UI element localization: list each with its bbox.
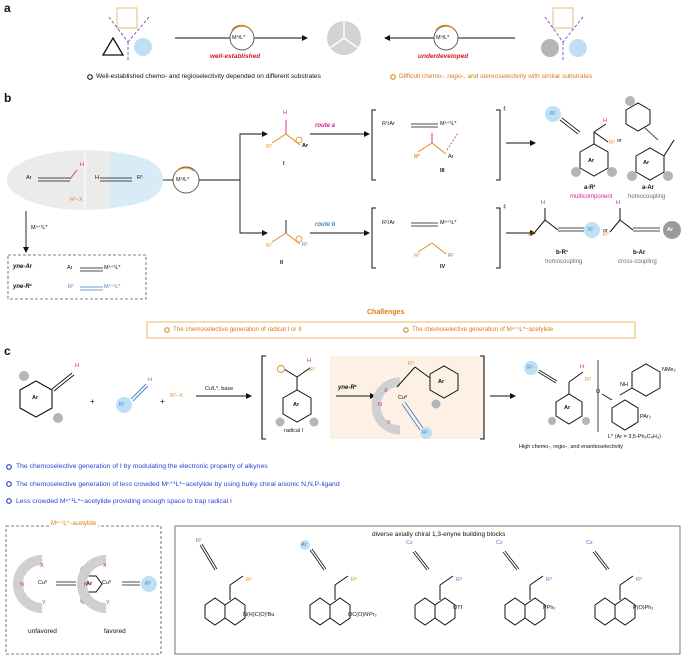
radical-I-structure xyxy=(275,365,319,427)
route-a-label: route a xyxy=(315,123,336,129)
blocks-title: diverse axially chiral 1,3-enyne buildin… xyxy=(372,531,506,538)
block-3-top: Cz xyxy=(406,540,413,546)
product-aAr-desc: homocoupling xyxy=(628,194,666,200)
block-1-top: R¹ xyxy=(196,538,202,544)
ar-group-label: Ar xyxy=(26,175,32,181)
block-5-top: Cz xyxy=(586,540,593,546)
radical-I-label: I xyxy=(283,161,285,167)
catalyst-label-a2: Mⁿ/L* xyxy=(436,35,450,41)
product-b-R1 xyxy=(534,208,600,238)
reaction-conditions: CuᴵL*, base xyxy=(205,386,234,392)
product-bR1-id: b-R¹ xyxy=(556,250,568,256)
product-a-R1 xyxy=(545,106,617,177)
or-top: or xyxy=(617,138,622,144)
product-c xyxy=(524,361,590,425)
note-well-established: Well-established chemo- and regioselecti… xyxy=(96,73,321,80)
panel-a-scheme xyxy=(87,7,587,80)
yne-ar-label: yne-Ar xyxy=(13,264,33,270)
product-a-Ar xyxy=(625,96,675,181)
radical-II-label: II xyxy=(280,260,284,266)
bullet-3: Less crowded Mⁿ⁺¹L*−acetylide providing … xyxy=(16,498,232,505)
panel-b-scheme xyxy=(7,96,681,339)
or-bottom: or xyxy=(603,228,608,234)
panel-b-label: b xyxy=(4,91,12,105)
product-aAr-id: a-Ar xyxy=(642,185,655,191)
block-4-group: PPh₂ xyxy=(543,605,556,611)
ligand-o: O xyxy=(596,389,601,395)
yne-ar-metal: Mⁿ⁺¹L* xyxy=(104,265,121,271)
dagger-IV: ‡ xyxy=(503,204,507,210)
outcome-text: High chemo-, regio-, and enantioselectiv… xyxy=(519,444,623,450)
yne-r1-c: yne-R¹ xyxy=(338,385,357,391)
dagger-III: ‡ xyxy=(503,106,507,112)
metal-reagent-label: Mⁿ⁺¹L* xyxy=(31,225,48,231)
radical-I xyxy=(271,120,303,146)
note-difficult: Difficult chemo-, regio-, and stereosele… xyxy=(399,73,593,80)
block-1-sub: R³ xyxy=(246,577,252,583)
block-2-group: OC(O)NⁱPr₂ xyxy=(348,612,377,618)
complex-IV-formula: R¹/Ar xyxy=(382,220,395,226)
ligand-label: L* (Ar = 3,5-Ph₂C₆H₃) xyxy=(608,434,661,440)
r2x-c: R²−X xyxy=(170,393,183,399)
block-5-sub: R³ xyxy=(636,577,642,583)
catalyst-label-b: Mⁿ/L* xyxy=(176,177,190,183)
blue-alkyne xyxy=(116,383,149,413)
product-bR1-desc: homocoupling xyxy=(545,259,583,265)
panel-a-label: a xyxy=(4,1,11,15)
well-established-label: well-established xyxy=(210,53,261,60)
favored-label: favored xyxy=(104,628,126,635)
unfavored-label: unfavored xyxy=(28,628,57,635)
plus-2: + xyxy=(160,397,165,406)
block-4-top: Cz xyxy=(496,540,503,546)
yne-ar-group: Ar xyxy=(67,265,73,271)
radical-II xyxy=(271,220,303,245)
complex-IV-metal: Mⁿ⁺¹L* xyxy=(440,220,457,226)
underdeveloped-label: underdeveloped xyxy=(418,53,469,60)
favored-complex xyxy=(77,555,157,613)
block-5-group: P(O)Ph₂ xyxy=(633,605,654,611)
block-2-sub: R³ xyxy=(351,577,357,583)
r2x-label: R²−X xyxy=(70,197,83,203)
catalyst-label-a1: Mⁿ/L* xyxy=(232,35,246,41)
building-blocks-structures xyxy=(199,540,636,626)
ligand-nh: NH xyxy=(620,382,628,388)
complex-III-metal: Mⁿ⁺¹L* xyxy=(440,121,457,127)
product-aR1-desc: multicomponent xyxy=(570,194,613,200)
challenge-2: The chemoselective generation of Mⁿ⁺¹L*−… xyxy=(412,326,554,333)
block-4-sub: R³ xyxy=(546,577,552,583)
product-b-Ar xyxy=(609,208,681,239)
left-fragments xyxy=(101,7,152,62)
bullet-1: The chemoselective generation of I by mo… xyxy=(16,463,268,470)
radical-I-caption: radical I xyxy=(284,428,304,434)
block-2-top: Ar xyxy=(301,542,307,548)
bullet-2: The chemoselective generation of less cr… xyxy=(16,481,340,488)
plus-1: + xyxy=(90,397,95,406)
ligand-par2: PAr₂ xyxy=(640,414,651,420)
panel-c-label: c xyxy=(4,344,11,358)
product-aR1-id: a-R¹ xyxy=(584,185,596,191)
cu-ii-label: Cuᴵᴵ xyxy=(398,395,407,401)
complex-III-label: III xyxy=(440,168,445,174)
complex-IV-label: IV xyxy=(440,264,446,270)
ligand-nme2: NMe₂ xyxy=(662,367,676,373)
yne-r1-label: yne-R¹ xyxy=(13,284,32,290)
acetylide-box-title: Mⁿ⁺¹L*−acetylide xyxy=(49,520,99,527)
ligand-structure xyxy=(601,363,661,431)
challenge-1: The chemoselective generation of radical… xyxy=(173,326,302,333)
center-sphere-icon xyxy=(327,21,361,55)
challenges-title: Challenges xyxy=(367,309,405,316)
route-b-label: route b xyxy=(315,222,336,228)
substrate-ellipse xyxy=(7,150,163,210)
yne-r1-metal: Mⁿ⁺¹L* xyxy=(104,284,121,290)
aryl-alkyne xyxy=(19,371,75,423)
right-fragments xyxy=(541,7,587,62)
complex-III-formula: R¹/Ar xyxy=(382,121,395,127)
product-bAr-id: b-Ar xyxy=(633,250,646,256)
block-1-group: N(H)C(O)ᵗBu xyxy=(243,612,275,618)
block-3-sub: R³ xyxy=(456,577,462,583)
block-3-group: OTf xyxy=(453,605,463,611)
cu-complex-c xyxy=(371,365,459,439)
product-bAr-desc: cross-coupling xyxy=(618,259,657,265)
